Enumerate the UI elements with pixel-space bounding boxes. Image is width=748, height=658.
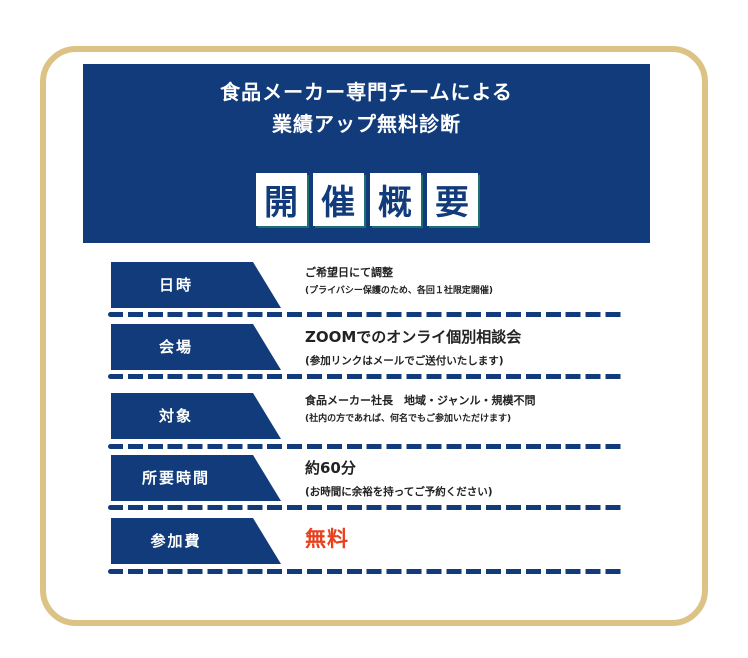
row-target: 対象 食品メーカー社長 地域・ジャンル・規模不問 (社内の方であれば、何名でもご… [0,393,748,453]
content-duration: 約60分 (お時間に余裕を持ってご予約ください) [305,455,493,503]
label-duration: 所要時間 [111,455,281,501]
label-datetime: 日時 [111,262,281,308]
label-venue: 会場 [111,324,281,370]
row-fee: 参加費 無料 [0,518,748,578]
overview-tiles: 開 催 概 要 [83,173,650,226]
row-sub-text: (参加リンクはメールでご送付いたします) [305,355,504,367]
dashed-divider [108,312,625,317]
label-text: 対象 [158,407,193,425]
row-sub-text: (プライバシー保護のため、各回１社限定開催) [305,286,494,296]
dashed-divider [108,505,625,510]
tile-sai: 催 [312,173,364,226]
tile-kai: 開 [255,173,307,226]
content-venue: ZOOMでのオンライ個別相談会 (参加リンクはメールでご送付いたします) [305,324,521,372]
label-target: 対象 [111,393,281,439]
row-sub-text: (お時間に余裕を持ってご予約ください) [305,486,493,498]
row-main-text: 食品メーカー社長 地域・ジャンル・規模不問 [305,394,536,407]
row-datetime: 日時 ご希望日にて調整 (プライバシー保護のため、各回１社限定開催) [0,262,748,322]
row-venue: 会場 ZOOMでのオンライ個別相談会 (参加リンクはメールでご送付いたします) [0,324,748,384]
content-target: 食品メーカー社長 地域・ジャンル・規模不問 (社内の方であれば、何名でもご参加い… [305,392,535,428]
banner-title-line2: 業績アップ無料診断 [272,112,461,136]
row-main-text: 約60分 [305,459,356,477]
content-fee: 無料 [305,522,349,556]
label-text: 参加費 [150,532,202,550]
row-sub-text: (社内の方であれば、何名でもご参加いただけます) [305,414,512,424]
dashed-divider [108,374,625,379]
tile-gai: 概 [369,173,421,226]
row-main-text: ZOOMでのオンライ個別相談会 [305,328,522,346]
label-text: 日時 [158,276,193,294]
banner-title: 食品メーカー専門チームによる 業績アップ無料診断 [83,76,650,140]
label-fee: 参加費 [111,518,281,564]
content-datetime: ご希望日にて調整 (プライバシー保護のため、各回１社限定開催) [305,264,493,300]
dashed-divider [108,444,625,449]
label-text: 所要時間 [141,469,210,487]
tile-you: 要 [426,173,478,226]
header-banner: 食品メーカー専門チームによる 業績アップ無料診断 開 催 概 要 [83,64,650,243]
dashed-divider [108,569,625,574]
fee-free-text: 無料 [305,527,349,551]
label-text: 会場 [158,338,193,356]
banner-title-line1: 食品メーカー専門チームによる [220,80,513,104]
row-duration: 所要時間 約60分 (お時間に余裕を持ってご予約ください) [0,455,748,515]
row-main-text: ご希望日にて調整 [305,266,393,279]
